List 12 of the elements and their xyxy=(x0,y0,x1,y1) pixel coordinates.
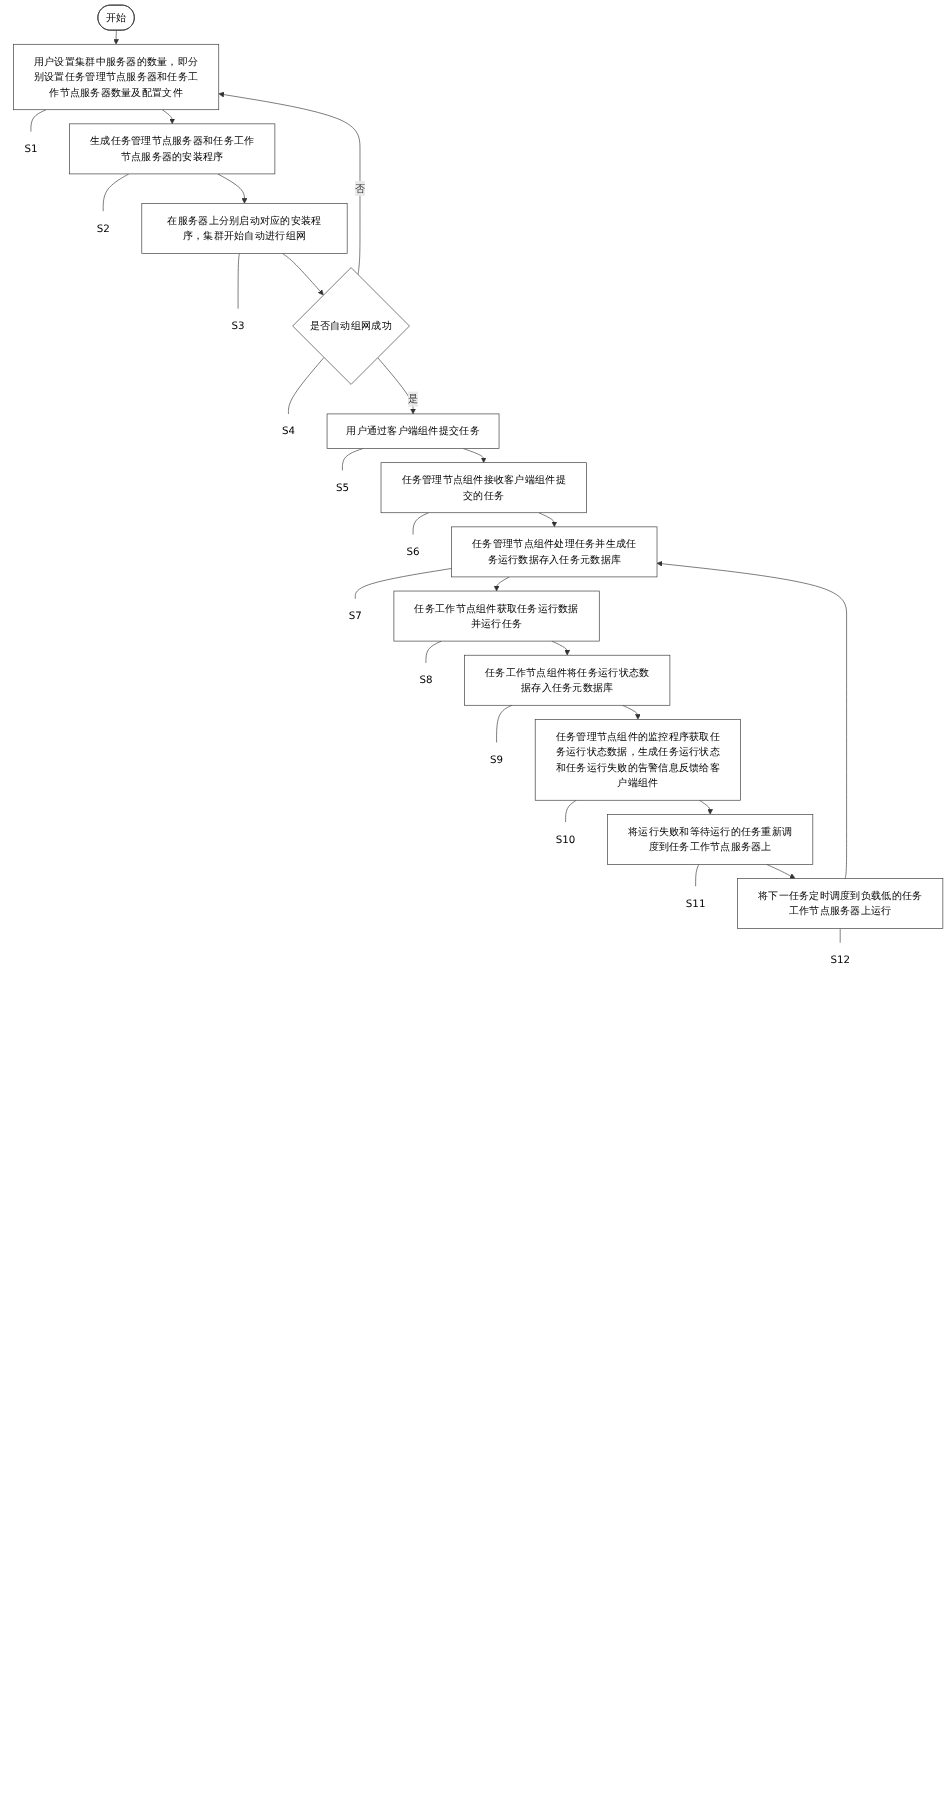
connector xyxy=(412,512,429,535)
connector xyxy=(839,928,841,944)
connector xyxy=(342,448,364,471)
connector xyxy=(695,864,700,887)
connector xyxy=(496,704,513,743)
connector xyxy=(354,568,452,600)
connector xyxy=(565,799,577,823)
connector xyxy=(30,109,47,132)
connector xyxy=(288,357,325,415)
connector xyxy=(237,253,240,309)
connector xyxy=(102,173,130,212)
connector xyxy=(425,640,442,664)
